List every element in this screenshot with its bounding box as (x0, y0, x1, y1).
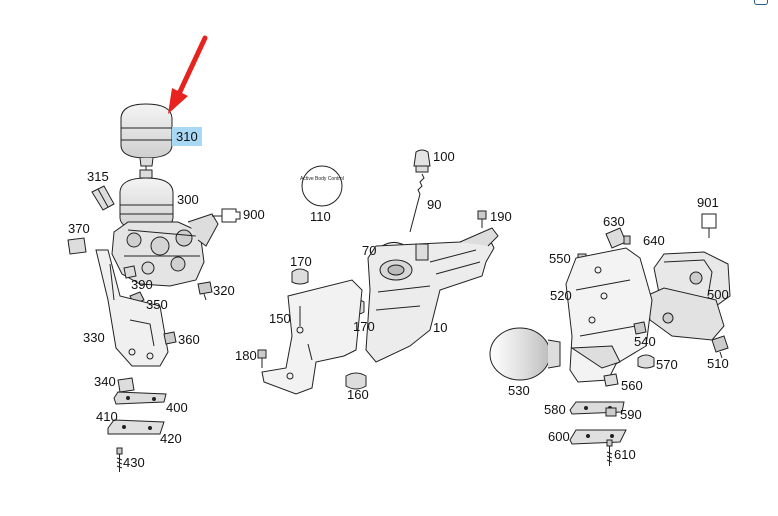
callout-70: 70 (362, 243, 377, 258)
callout-520: 520 (550, 288, 572, 303)
plate-420 (107, 419, 165, 435)
callout-180: 180 (235, 348, 257, 363)
callout-510: 510 (707, 356, 729, 371)
accumulator-530 (489, 327, 561, 381)
pump-block (111, 213, 219, 287)
badge-110 (301, 165, 343, 207)
callout-190: 190 (490, 209, 512, 224)
callout-610: 610 (614, 447, 636, 462)
callout-360: 360 (178, 332, 200, 347)
bracket-150 (261, 279, 363, 395)
callout-430: 430 (123, 455, 145, 470)
callout-170-top: 170 (290, 254, 312, 269)
callout-100: 100 (433, 149, 455, 164)
callout-901: 901 (697, 195, 719, 210)
part-360 (163, 331, 177, 345)
callout-600: 600 (548, 429, 570, 444)
bolt-610 (606, 439, 613, 466)
callout-570: 570 (656, 357, 678, 372)
callout-330: 330 (83, 330, 105, 345)
accumulator-300 (119, 169, 174, 231)
callout-110: 110 (310, 209, 331, 224)
callout-340: 340 (94, 374, 116, 389)
callout-315: 315 (87, 169, 109, 184)
accumulator-310 (120, 103, 173, 172)
callout-170-mid: 170 (353, 319, 375, 334)
callout-550: 550 (549, 251, 571, 266)
pump-motor-500 (645, 251, 731, 341)
callout-410: 410 (96, 409, 118, 424)
callout-310[interactable]: 310 (172, 127, 202, 146)
callout-370: 370 (68, 221, 90, 236)
callout-560: 560 (621, 378, 643, 393)
part-630 (605, 227, 627, 249)
callout-500: 500 (707, 287, 729, 302)
reservoir-10 (365, 227, 499, 363)
bracket-520 (565, 247, 653, 383)
callout-160: 160 (347, 387, 369, 402)
callout-10: 10 (433, 320, 448, 335)
callout-580: 580 (544, 402, 566, 417)
callout-400: 400 (166, 400, 188, 415)
plate-600 (569, 429, 627, 445)
dipstick-90 (409, 173, 425, 233)
callout-150: 150 (269, 311, 291, 326)
callout-90: 90 (427, 197, 442, 212)
connector-901 (701, 213, 717, 238)
callout-540: 540 (634, 334, 656, 349)
part-390 (123, 265, 137, 279)
callout-350: 350 (146, 297, 168, 312)
part-640 (623, 235, 631, 245)
window-corner-icon (754, 0, 768, 5)
callout-590: 590 (620, 407, 642, 422)
plate-400 (113, 391, 167, 405)
bracket-330 (95, 249, 169, 367)
part-540 (633, 321, 647, 335)
callout-640: 640 (643, 233, 665, 248)
callout-320: 320 (213, 283, 235, 298)
part-510 (711, 335, 729, 359)
callout-390: 390 (131, 277, 153, 292)
cap-100 (413, 149, 431, 173)
grommet-170-top (291, 268, 309, 285)
callout-300: 300 (177, 192, 199, 207)
part-570 (637, 354, 655, 369)
part-590 (605, 407, 617, 417)
part-560 (603, 373, 619, 387)
callout-530: 530 (508, 383, 530, 398)
callout-420: 420 (160, 431, 182, 446)
connector-900 (212, 208, 241, 223)
bolt-430 (116, 447, 123, 472)
part-370 (67, 237, 87, 255)
part-340 (117, 377, 135, 393)
callout-900: 900 (243, 207, 265, 222)
pointer-arrow (168, 35, 208, 114)
part-320 (197, 281, 213, 301)
grommet-160 (345, 372, 367, 390)
sensor-315 (91, 185, 115, 211)
bolt-180 (257, 349, 267, 368)
badge-text: Active Body Control (300, 176, 344, 182)
callout-630: 630 (603, 214, 625, 229)
bolt-190 (477, 210, 487, 228)
